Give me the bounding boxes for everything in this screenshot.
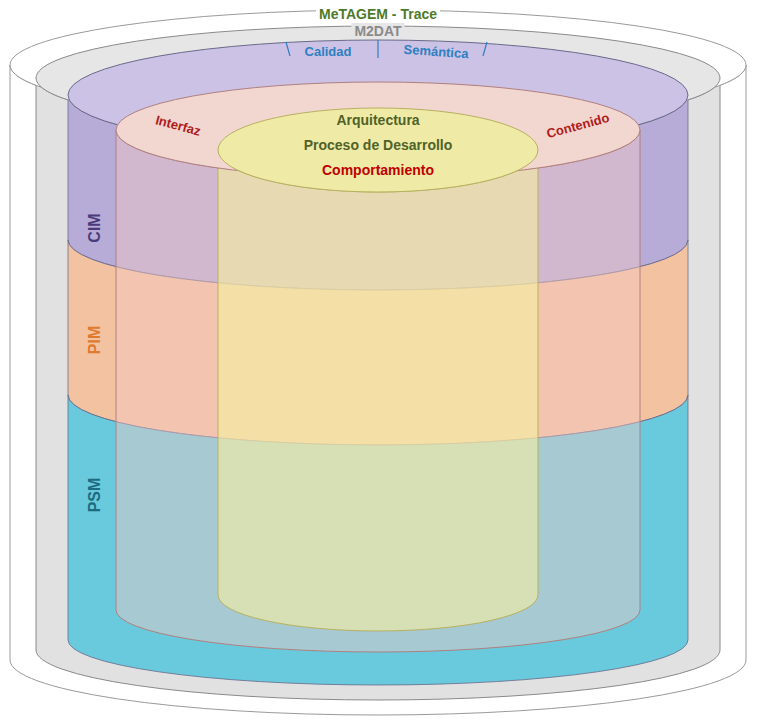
layer-label: CIM — [87, 213, 103, 242]
outer-cylinder-node: MeTAGEM - TraceM2DAT Calidad SemánticaInte… — [10, 8, 746, 716]
cylinder-label: MeTAGEM - Trace — [316, 6, 440, 22]
concern-cylinder-body — [116, 130, 640, 652]
cylinder-label: M2DAT — [351, 23, 404, 39]
concern-node: InterfazContenidoArquitecturaProceso de … — [116, 82, 640, 652]
cylinder-label: Arquitectura — [336, 112, 419, 128]
core-node: ArquitecturaProceso de DesarrolloComport… — [218, 108, 538, 631]
core-cylinder-body — [218, 150, 538, 631]
ring-separator — [377, 40, 378, 58]
cylinder-label: Proceso de Desarrollo — [304, 137, 453, 153]
m2dat-node: M2DATCalidadSemánticaInterfazContenidoAr… — [36, 24, 720, 702]
layer-label: PIM — [87, 326, 103, 354]
cylinder-label: Calidad — [305, 44, 352, 60]
cylinder-label: Contenido — [545, 110, 611, 142]
layer-label: PSM — [87, 478, 103, 513]
cylinder-label: Interfaz — [154, 112, 203, 139]
cylinder-label: Semántica — [403, 42, 469, 62]
layer-node: CalidadSemánticaInterfazContenidoArquite… — [68, 40, 688, 686]
m2dat-cylinder-body — [36, 78, 720, 700]
ring-separator — [286, 42, 290, 56]
cylinder-label: Comportamiento — [322, 162, 434, 178]
ring-separator — [483, 42, 487, 56]
core-cylinder-top — [218, 108, 538, 192]
outer-cylinder-body — [10, 65, 746, 715]
